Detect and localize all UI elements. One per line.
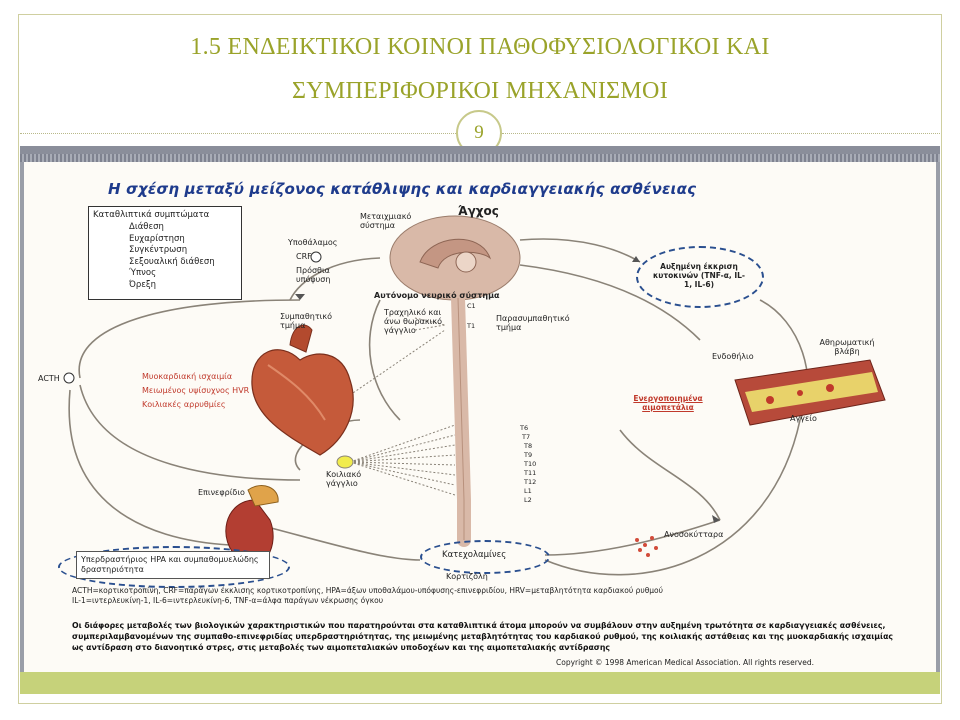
label-ypothalamos: Υποθάλαμος	[288, 238, 338, 247]
stress-label: Άγχος	[458, 204, 499, 218]
label-sympathetic: Συμπαθητικό τμήμα	[280, 312, 332, 330]
connector-acth	[78, 299, 301, 379]
symptom-item: Ύπνος	[129, 268, 157, 278]
slide-title-line2: ΣΥΜΠΕΡΙΦΟΡΙΚΟΙ ΜΗΧΑΝΙΣΜΟΙ	[292, 78, 668, 104]
abbreviations-line2: IL-1=ιντερλευκίνη-1, IL-6=ιντερλευκίνη-6…	[72, 596, 384, 605]
spine-level: T12	[524, 478, 537, 486]
label-platelets: Ενεργοποιημένα αιμοπετάλια	[633, 394, 703, 412]
label-endothelium: Ενδοθήλιο	[712, 352, 754, 361]
symptoms-list: Διάθεση Ευχαρίστηση Συγκέντρωση Σεξουαλι…	[129, 222, 215, 291]
spine-level: T10	[524, 460, 537, 468]
heart	[251, 349, 354, 456]
spine-level: T1	[467, 322, 476, 330]
symptom-item: Συγκέντρωση	[129, 245, 188, 255]
label-catecholamines: Κατεχολαμίνες	[442, 550, 507, 560]
vessel	[734, 359, 886, 426]
symptom-item: Ευχαρίστηση	[129, 233, 185, 244]
label-cortisol: Κορτιζόλη	[446, 572, 488, 581]
spine-level: T9	[524, 451, 533, 459]
label-crf: CRF	[296, 252, 312, 261]
abbreviations-line1: ACTH=κορτικοτροπίνη, CRF=παράγων έκκλιση…	[72, 586, 663, 595]
spine-level: T7	[522, 433, 531, 441]
catecholamines-ellipse	[420, 540, 550, 574]
label-trachiliko: Τραχηλικό και άνω θωρακικό γάγγλιο	[384, 308, 442, 335]
spine-level: T8	[524, 442, 533, 450]
figure-caption: Οι διάφορες μεταβολές των βιολογικών χαρ…	[72, 621, 894, 652]
copyright: Copyright © 1998 American Medical Associ…	[556, 658, 814, 667]
label-hpa: Υπερδραστήριος HPA και συμπαθομυελώδης δ…	[81, 555, 259, 574]
spine-level: L1	[524, 487, 532, 495]
cytokines-ellipse	[636, 246, 764, 308]
label-immune: Ανοσοκύτταρα	[664, 530, 724, 539]
label-parasympathetic: Παρασυμπαθητικό τμήμα	[496, 314, 570, 332]
label-prosthia: Πρόσθια υπόφυση	[296, 266, 331, 284]
figure-left-bar	[20, 162, 24, 672]
symptoms-box: Καταθλιπτικά συμπτώματα Διάθεση Ευχαρίστ…	[88, 206, 242, 300]
label-autonomic: Αυτόνομο νευρικό σύστημα	[374, 291, 500, 300]
spine-level: T6	[520, 424, 529, 432]
label-myocardial: Μυοκαρδιακή ισχαιμία	[142, 372, 233, 381]
label-metaichmiako: Μεταιχμιακό σύστημα	[360, 212, 412, 230]
hpa-box: Υπερδραστήριος HPA και συμπαθομυελώδης δ…	[76, 551, 270, 579]
label-vessel: Αγγείο	[790, 414, 817, 423]
spine-level: T11	[524, 469, 537, 477]
hpa-ellipse	[58, 546, 290, 588]
label-hrv: Μειωμένος υψίσυχνος HVR	[142, 386, 250, 395]
symptom-item: Διάθεση	[129, 222, 164, 232]
divider-right	[502, 133, 940, 134]
label-adrenal: Επινεφρίδιο	[198, 488, 245, 497]
symptom-item: Σεξουαλική διάθεση	[129, 256, 215, 267]
top-bar-texture	[20, 154, 940, 162]
celiac-ganglion	[336, 455, 354, 469]
label-acth: ACTH	[38, 374, 60, 383]
label-arrhythmias: Κοιλιακές αρρυθμίες	[142, 400, 226, 409]
figure-right-bar	[936, 162, 940, 672]
figure-title: Η σχέση μεταξύ μείζονος κατάθλιψης και κ…	[108, 180, 697, 198]
symptoms-header: Καταθλιπτικά συμπτώματα	[93, 210, 210, 220]
immune-cells	[635, 536, 658, 557]
slide-frame	[18, 14, 942, 704]
label-atheromatic: Αθηρωματική βλάβη	[819, 338, 875, 356]
slide-title-line1: 1.5 ΕΝΔΕΙΚΤΙΚΟΙ ΚΟΙΝΟΙ ΠΑΘΟΦΥΣΙΟΛΟΓΙΚΟΙ …	[190, 34, 770, 60]
label-koiliako: Κοιλιακό γάγγλιο	[326, 470, 362, 488]
divider-left	[20, 133, 456, 134]
spine-level: C1	[467, 302, 476, 310]
bottom-accent-bar	[20, 672, 940, 694]
label-cytokines: Αυξημένη έκκριση κυτοκινών (TNF-α, IL-1,…	[652, 262, 746, 289]
top-bar	[20, 146, 940, 154]
spine-level: L2	[524, 496, 532, 504]
symptom-item: Όρεξη	[129, 279, 157, 290]
